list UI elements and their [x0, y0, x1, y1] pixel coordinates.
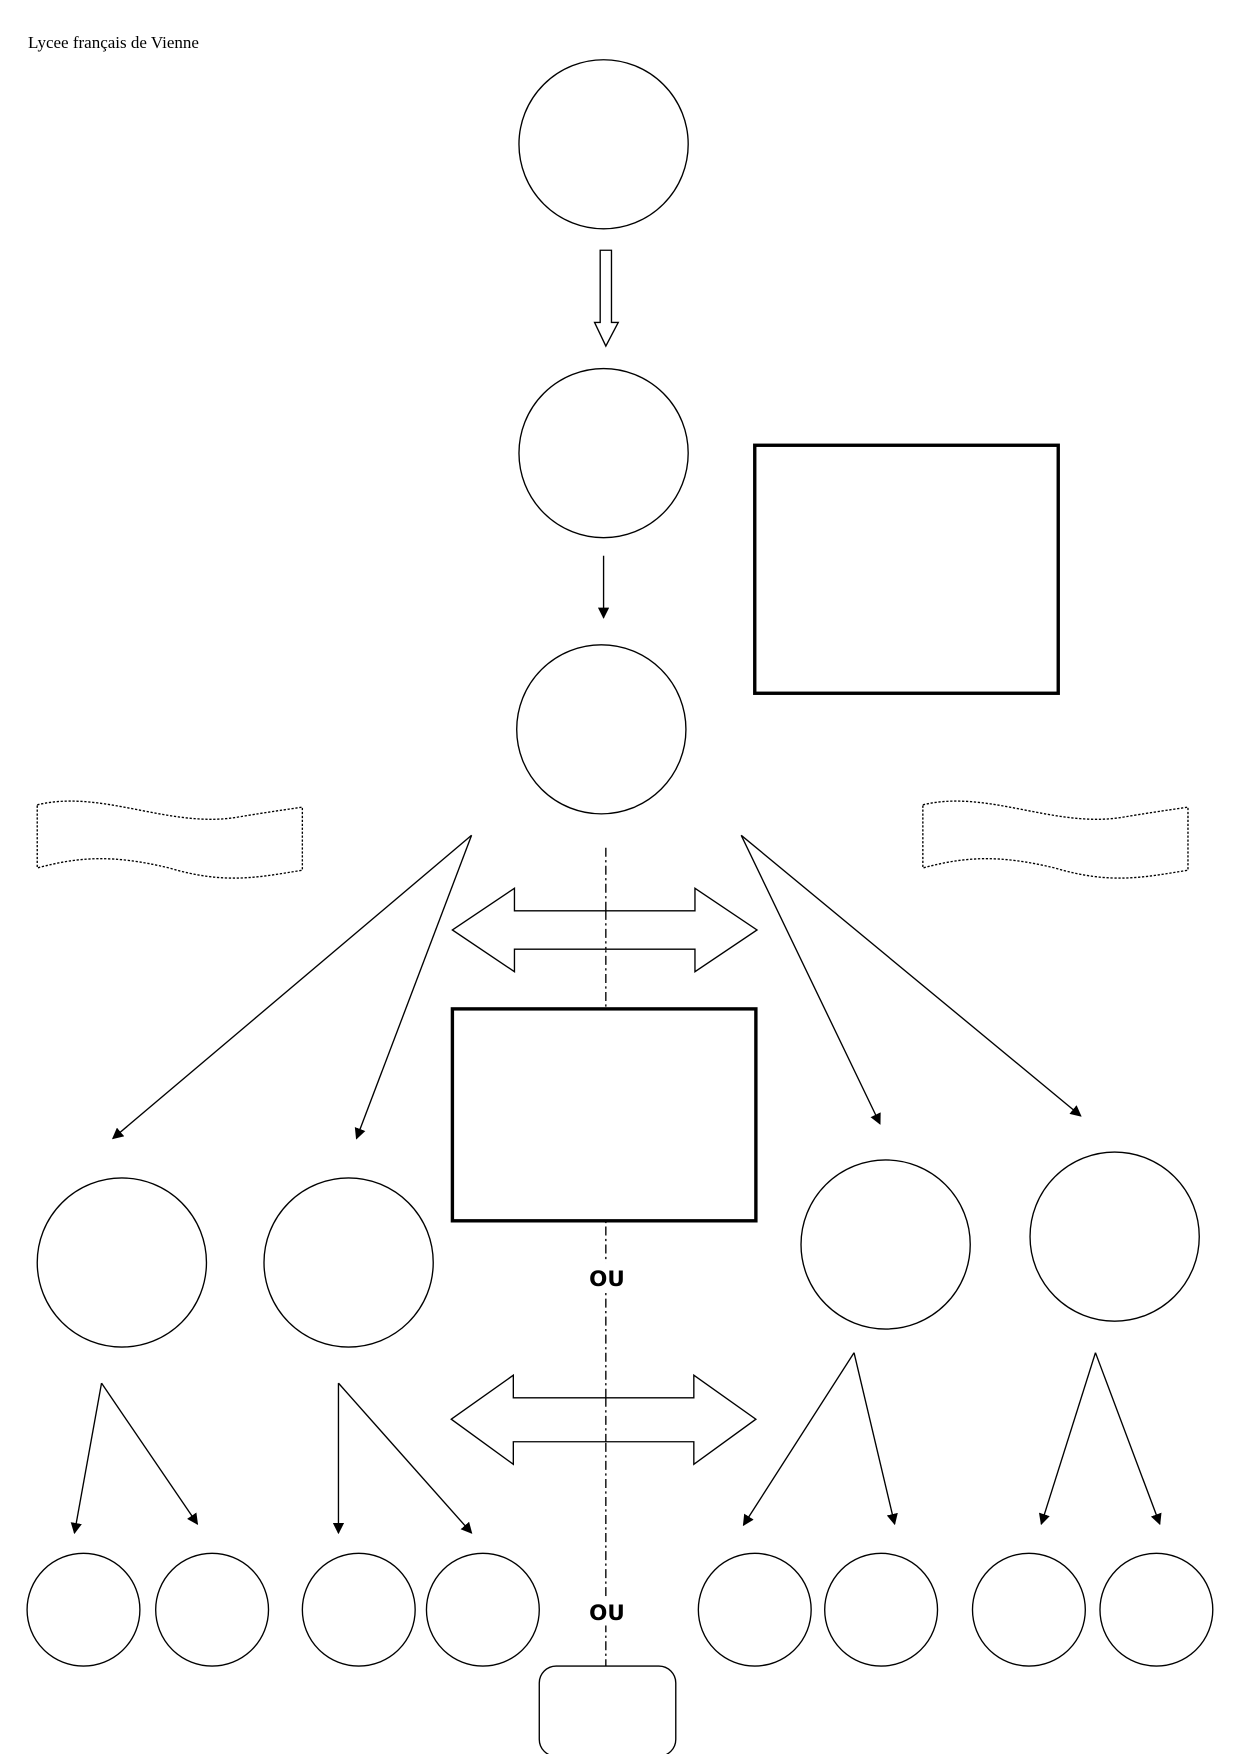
school-header: Lycee français de Vienne — [28, 33, 199, 52]
branch-arrow — [100, 1382, 199, 1525]
circle-mid-3 — [800, 1159, 971, 1330]
branch-arrow — [1038, 1352, 1097, 1526]
branch-arrow — [853, 1352, 898, 1526]
circle-small-2 — [155, 1552, 270, 1667]
circle-third — [516, 644, 687, 815]
banner-left — [36, 800, 304, 879]
circle-mid-2 — [263, 1177, 434, 1348]
double-arrow-lower — [450, 1373, 758, 1466]
circle-small-8 — [1099, 1552, 1214, 1667]
arrow-to-right-1 — [740, 834, 881, 1125]
rounded-box-bottom — [538, 1665, 677, 1754]
branch-arrow — [1094, 1352, 1162, 1526]
arrow-to-right-2 — [740, 834, 1082, 1117]
double-arrow-upper — [451, 887, 759, 973]
circle-small-1 — [26, 1552, 141, 1667]
box-right — [753, 443, 1060, 695]
banner-right — [922, 800, 1189, 879]
circle-small-4 — [425, 1552, 540, 1667]
branch-arrow — [70, 1383, 103, 1535]
or-label-2: OU — [589, 1601, 625, 1626]
circle-top — [518, 59, 689, 230]
circle-small-7 — [971, 1552, 1086, 1667]
circle-small-5 — [697, 1552, 812, 1667]
circle-mid-4 — [1029, 1151, 1200, 1322]
or-label-1: OU — [589, 1267, 625, 1292]
circle-small-6 — [824, 1552, 939, 1667]
hollow-down-arrow — [593, 249, 620, 348]
circle-small-3 — [301, 1552, 416, 1667]
branch-arrow — [742, 1352, 855, 1527]
box-center — [450, 1007, 758, 1223]
circle-mid-1 — [36, 1177, 208, 1348]
arrow-to-left-1 — [111, 834, 473, 1140]
branch-arrow — [337, 1382, 473, 1534]
circle-second — [518, 367, 689, 539]
arrow-to-left-2 — [354, 835, 473, 1140]
